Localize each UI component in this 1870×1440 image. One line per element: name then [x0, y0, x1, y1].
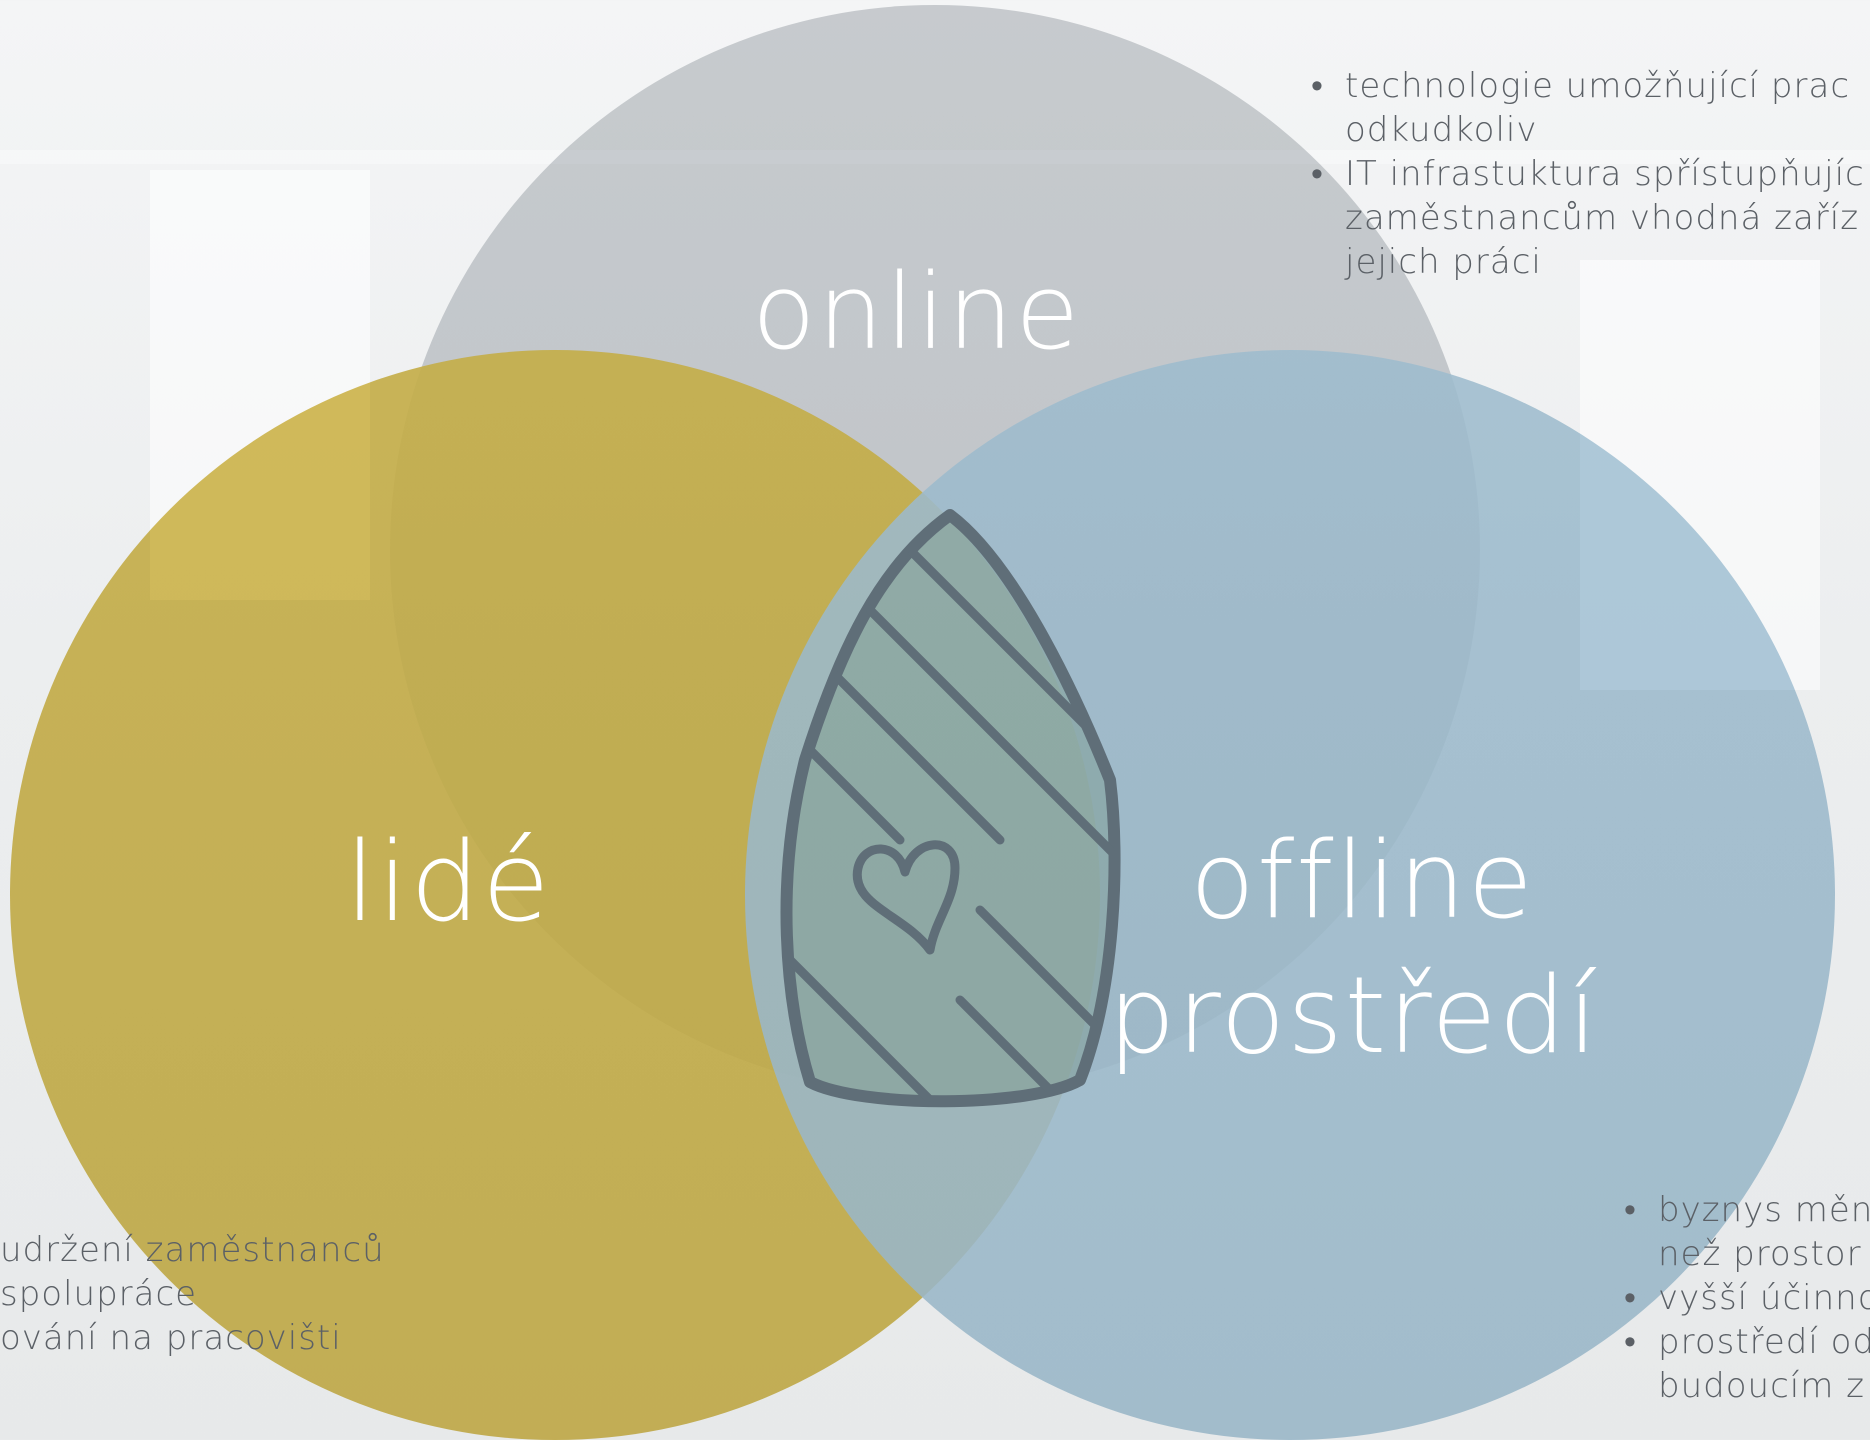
label-offline: offline: [1190, 819, 1535, 942]
list-item: spolupráce: [0, 1272, 385, 1316]
list-item: budoucím z: [1658, 1366, 1865, 1406]
label-lide: lidé: [345, 818, 552, 946]
label-online: online: [752, 251, 1082, 373]
list-item: zaměstnancům vhodná zaříz: [1345, 198, 1860, 238]
online-bullet-list: technologie umožňující prac odkudkoliv I…: [1307, 64, 1865, 284]
list-item: prostředí od: [1620, 1320, 1870, 1364]
list-item: IT infrastuktura spřístupňujíc: [1307, 152, 1865, 196]
list-item: ování na pracovišti: [0, 1316, 385, 1360]
list-item: vyšší účinno: [1620, 1276, 1870, 1320]
list-item: byznys měn: [1620, 1188, 1870, 1232]
list-item: udržení zaměstnanců: [0, 1228, 385, 1272]
offline-bullet-list: byznys měn než prostor vyšší účinno pros…: [1620, 1188, 1870, 1408]
list-item: jejich práci: [1345, 242, 1542, 282]
circle-offline: [745, 350, 1835, 1440]
list-item: odkudkoliv: [1345, 110, 1538, 150]
lide-bullet-list: udržení zaměstnanců spolupráce ování na …: [0, 1228, 385, 1360]
heart-icon: [852, 840, 960, 955]
list-item: technologie umožňující prac: [1307, 64, 1865, 108]
label-prostredi: prostředí: [1108, 954, 1600, 1077]
list-item: než prostor: [1658, 1234, 1862, 1274]
